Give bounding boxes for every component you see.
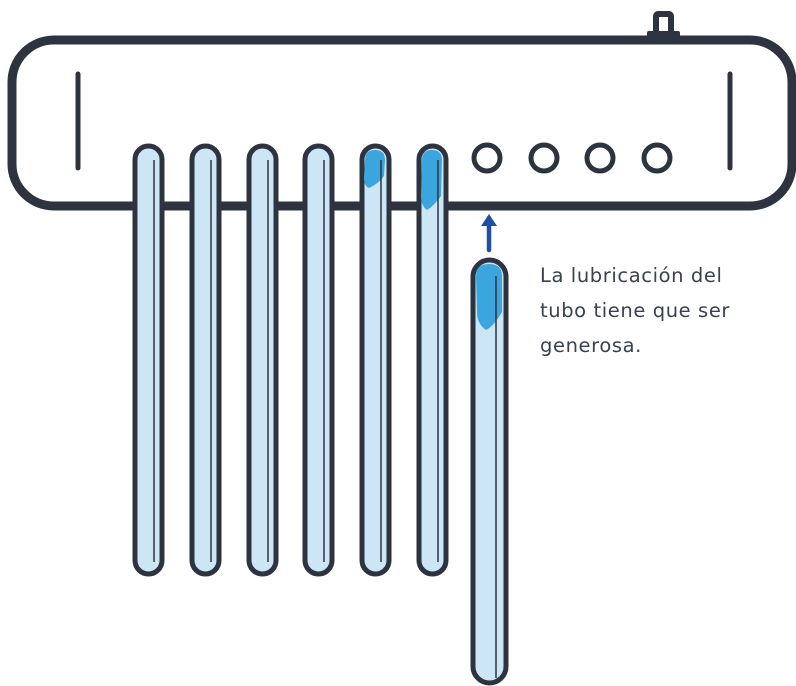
- empty-slot: [528, 142, 560, 174]
- up-arrow-icon: [481, 214, 497, 253]
- test-tube: [189, 143, 222, 577]
- test-tube: [302, 143, 335, 577]
- caption-line: La lubricación del: [540, 264, 723, 287]
- lubricated-test-tube: [359, 143, 392, 577]
- empty-slots: [471, 142, 673, 174]
- empty-slot: [641, 142, 673, 174]
- lubricated-test-tube: [416, 143, 449, 577]
- test-tube: [246, 143, 279, 577]
- device-body: [7, 35, 796, 211]
- test-tube: [132, 143, 165, 577]
- caption-line: generosa.: [540, 334, 642, 357]
- tube-being-inserted: [470, 257, 509, 686]
- caption-line: tubo tiene que ser: [540, 299, 731, 322]
- lubricant: [421, 150, 442, 210]
- empty-slot: [471, 142, 503, 174]
- lubricant: [364, 150, 385, 188]
- empty-slot: [584, 142, 616, 174]
- inserted-tubes: [132, 143, 449, 577]
- lubrication-caption: La lubricación del tubo tiene que ser ge…: [540, 258, 790, 363]
